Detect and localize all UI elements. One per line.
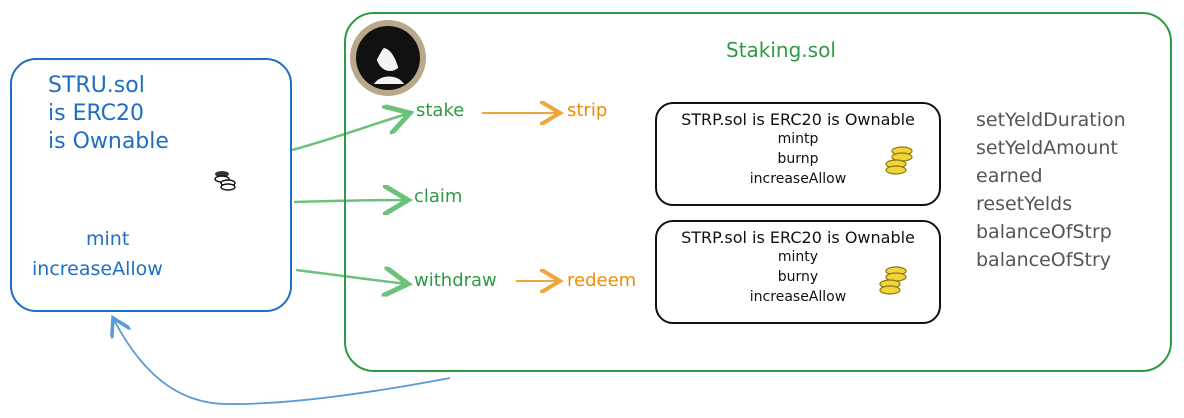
stru-line-ownable: is Ownable	[48, 129, 169, 154]
fn-set-yeld-duration: setYeldDuration	[976, 109, 1126, 131]
action-strip: strip	[567, 100, 608, 121]
avatar	[350, 20, 426, 96]
staking-function-list: setYeldDuration setYeldAmount earned res…	[976, 106, 1126, 274]
stru-fn-increase-allow: increaseAllow	[32, 258, 163, 280]
strp-title: STRP.sol is ERC20 is Ownable	[681, 228, 915, 247]
action-redeem: redeem	[567, 270, 637, 291]
strp-title: STRP.sol is ERC20 is Ownable	[681, 110, 915, 129]
fn-balance-of-strp: balanceOfStrp	[976, 221, 1112, 243]
arrow-stru-to-withdraw	[295, 270, 408, 284]
arrow-staking-return-to-stru	[113, 318, 451, 405]
strp-contract-box-1: STRP.sol is ERC20 is Ownable mintp burnp…	[655, 102, 941, 206]
stru-line-name: STRU.sol	[48, 73, 145, 98]
staking-contract-box	[344, 12, 1172, 372]
action-stake: stake	[416, 100, 465, 121]
fn-reset-yelds: resetYelds	[976, 193, 1073, 215]
portrait-icon	[356, 26, 420, 90]
stru-title: STRU.sol is ERC20 is Ownable	[48, 72, 169, 156]
stru-fn-mint: mint	[86, 228, 130, 250]
strp-fn-mintp: mintp	[777, 131, 819, 147]
staking-title: Staking.sol	[726, 38, 836, 62]
strp-fn-burnp: burnp	[777, 151, 819, 167]
fn-earned: earned	[976, 165, 1043, 187]
coins-icon	[214, 171, 236, 191]
strp-fn-minty: minty	[777, 249, 819, 265]
stru-line-erc20: is ERC20	[48, 101, 145, 126]
arrow-stru-to-claim	[293, 200, 408, 202]
action-claim: claim	[414, 186, 463, 207]
stru-contract-box	[10, 58, 292, 312]
gold-coins-icon	[879, 266, 907, 295]
fn-set-yeld-amount: setYeldAmount	[976, 137, 1118, 159]
strp-fn-burny: burny	[777, 269, 819, 285]
strp-fn-increase-allow: increaseAllow	[749, 289, 847, 305]
gold-coins-icon	[885, 146, 913, 175]
action-withdraw: withdraw	[414, 270, 497, 291]
strp-fn-increase-allow: increaseAllow	[749, 171, 847, 187]
arrow-stru-to-stake	[291, 113, 410, 152]
fn-balance-of-stry: balanceOfStry	[976, 249, 1112, 271]
